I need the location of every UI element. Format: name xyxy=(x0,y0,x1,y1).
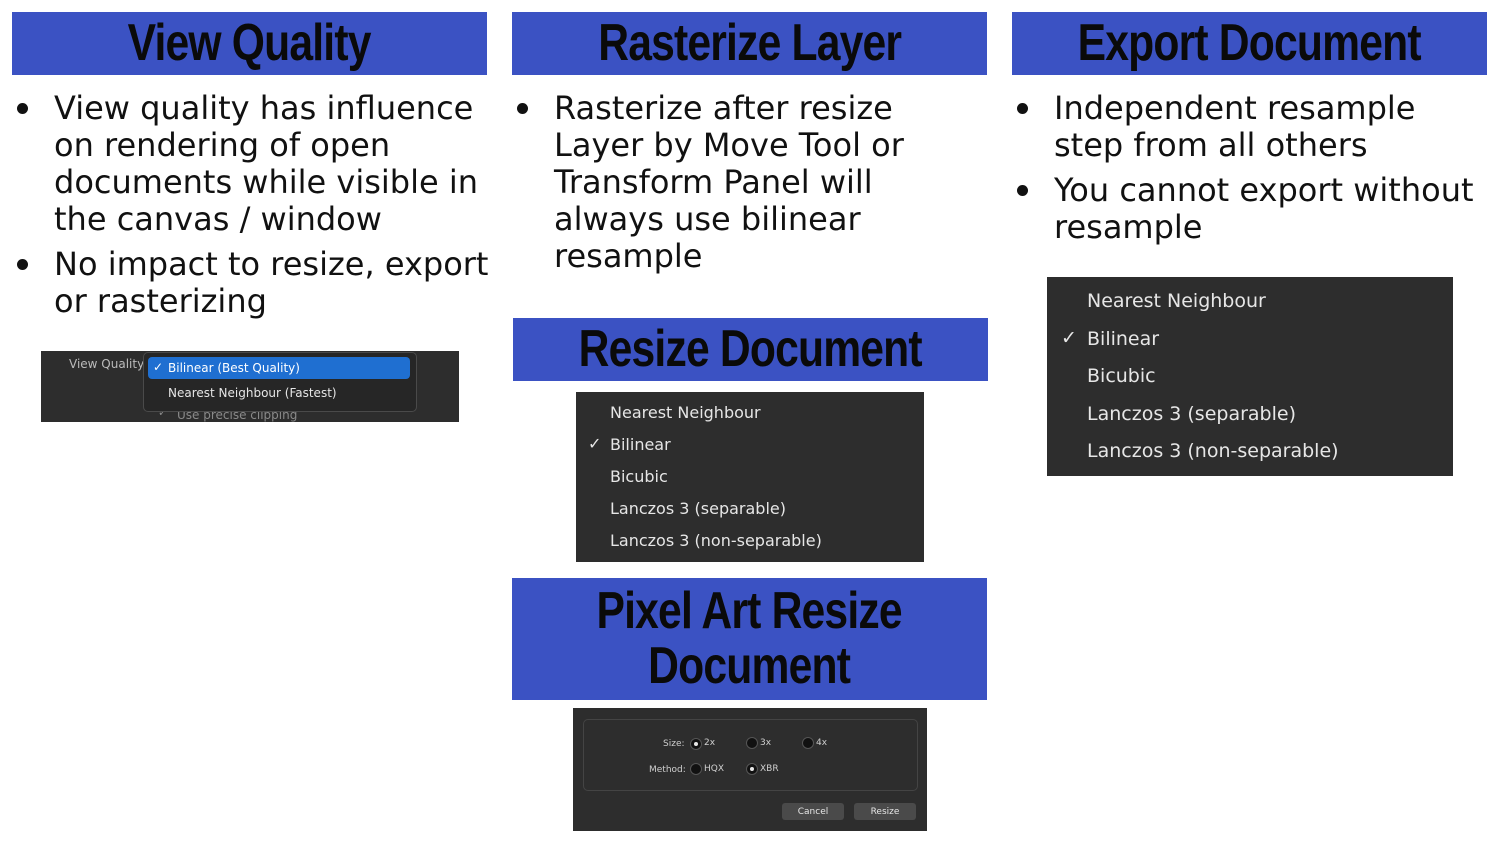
view-quality-bullet-1: View quality has influence on rendering … xyxy=(13,90,493,238)
menu-item-bilinear[interactable]: Bilinear xyxy=(1087,328,1160,350)
method-label: Method: xyxy=(649,765,686,775)
menu-item-bicubic[interactable]: Bicubic xyxy=(610,467,668,486)
size-4x-label: 4x xyxy=(816,738,828,748)
view-quality-bullets: View quality has influence on rendering … xyxy=(13,90,493,328)
size-label: Size: xyxy=(663,739,685,749)
view-quality-option-bilinear[interactable]: ✓ Bilinear (Best Quality) xyxy=(148,357,410,379)
resize-button[interactable]: Resize xyxy=(854,803,916,820)
export-document-bullet-1: Independent resample step from all other… xyxy=(1013,90,1483,164)
cancel-button[interactable]: Cancel xyxy=(782,803,844,820)
menu-item-lanczos-non-separable[interactable]: Lanczos 3 (non-separable) xyxy=(610,531,822,550)
menu-item-bilinear[interactable]: Bilinear xyxy=(610,435,671,454)
resize-document-banner: Resize Document xyxy=(513,318,988,381)
export-document-menu[interactable]: Nearest Neighbour ✓ Bilinear Bicubic Lan… xyxy=(1047,277,1453,476)
rasterize-layer-title: Rasterize Layer xyxy=(598,14,902,73)
check-icon: ✓ xyxy=(1061,327,1077,349)
export-document-bullets: Independent resample step from all other… xyxy=(1013,90,1483,254)
pixel-art-banner: Pixel Art Resize Document xyxy=(512,578,987,700)
pixel-art-options-box: Size: 2x 3x 4x Method: HQX XBR xyxy=(583,719,918,791)
export-document-banner: Export Document xyxy=(1012,12,1487,75)
rasterize-layer-banner: Rasterize Layer xyxy=(512,12,987,75)
size-3x-radio[interactable] xyxy=(746,737,758,749)
view-quality-dropdown[interactable]: ✓ Bilinear (Best Quality) Nearest Neighb… xyxy=(143,352,417,412)
menu-item-bicubic[interactable]: Bicubic xyxy=(1087,365,1156,387)
resize-document-title: Resize Document xyxy=(578,320,923,379)
method-xbr-label: XBR xyxy=(760,764,779,774)
view-quality-banner: View Quality xyxy=(12,12,487,75)
menu-item-nearest[interactable]: Nearest Neighbour xyxy=(610,403,761,422)
menu-item-nearest[interactable]: Nearest Neighbour xyxy=(1087,290,1266,312)
export-document-title: Export Document xyxy=(1077,14,1422,73)
method-hqx-radio[interactable] xyxy=(690,763,702,775)
view-quality-label: View Quality xyxy=(69,357,145,371)
pixel-art-title: Pixel Art Resize Document xyxy=(596,582,903,695)
option-label: Bilinear (Best Quality) xyxy=(168,361,300,375)
view-quality-option-nearest[interactable]: Nearest Neighbour (Fastest) xyxy=(148,383,410,405)
checkbox-icon[interactable]: ✓ xyxy=(158,406,168,419)
check-icon: ✓ xyxy=(588,434,602,453)
view-quality-bullet-2: No impact to resize, export or rasterizi… xyxy=(13,246,493,320)
size-4x-radio[interactable] xyxy=(802,737,814,749)
rasterize-layer-bullet-1: Rasterize after resize Layer by Move Too… xyxy=(513,90,953,275)
export-document-bullet-2: You cannot export without resample xyxy=(1013,172,1483,246)
size-2x-label: 2x xyxy=(704,738,716,748)
view-quality-title: View Quality xyxy=(128,14,372,73)
option-label: Nearest Neighbour (Fastest) xyxy=(168,386,337,400)
menu-item-lanczos-separable[interactable]: Lanczos 3 (separable) xyxy=(610,499,786,518)
method-xbr-radio[interactable] xyxy=(746,763,758,775)
menu-item-lanczos-separable[interactable]: Lanczos 3 (separable) xyxy=(1087,403,1296,425)
check-icon: ✓ xyxy=(153,360,164,374)
size-2x-radio[interactable] xyxy=(690,738,702,750)
resize-document-menu[interactable]: Nearest Neighbour ✓ Bilinear Bicubic Lan… xyxy=(576,392,924,562)
method-hqx-label: HQX xyxy=(704,764,725,774)
size-3x-label: 3x xyxy=(760,738,772,748)
rasterize-layer-bullets: Rasterize after resize Layer by Move Too… xyxy=(513,90,953,283)
menu-item-lanczos-non-separable[interactable]: Lanczos 3 (non-separable) xyxy=(1087,440,1339,462)
